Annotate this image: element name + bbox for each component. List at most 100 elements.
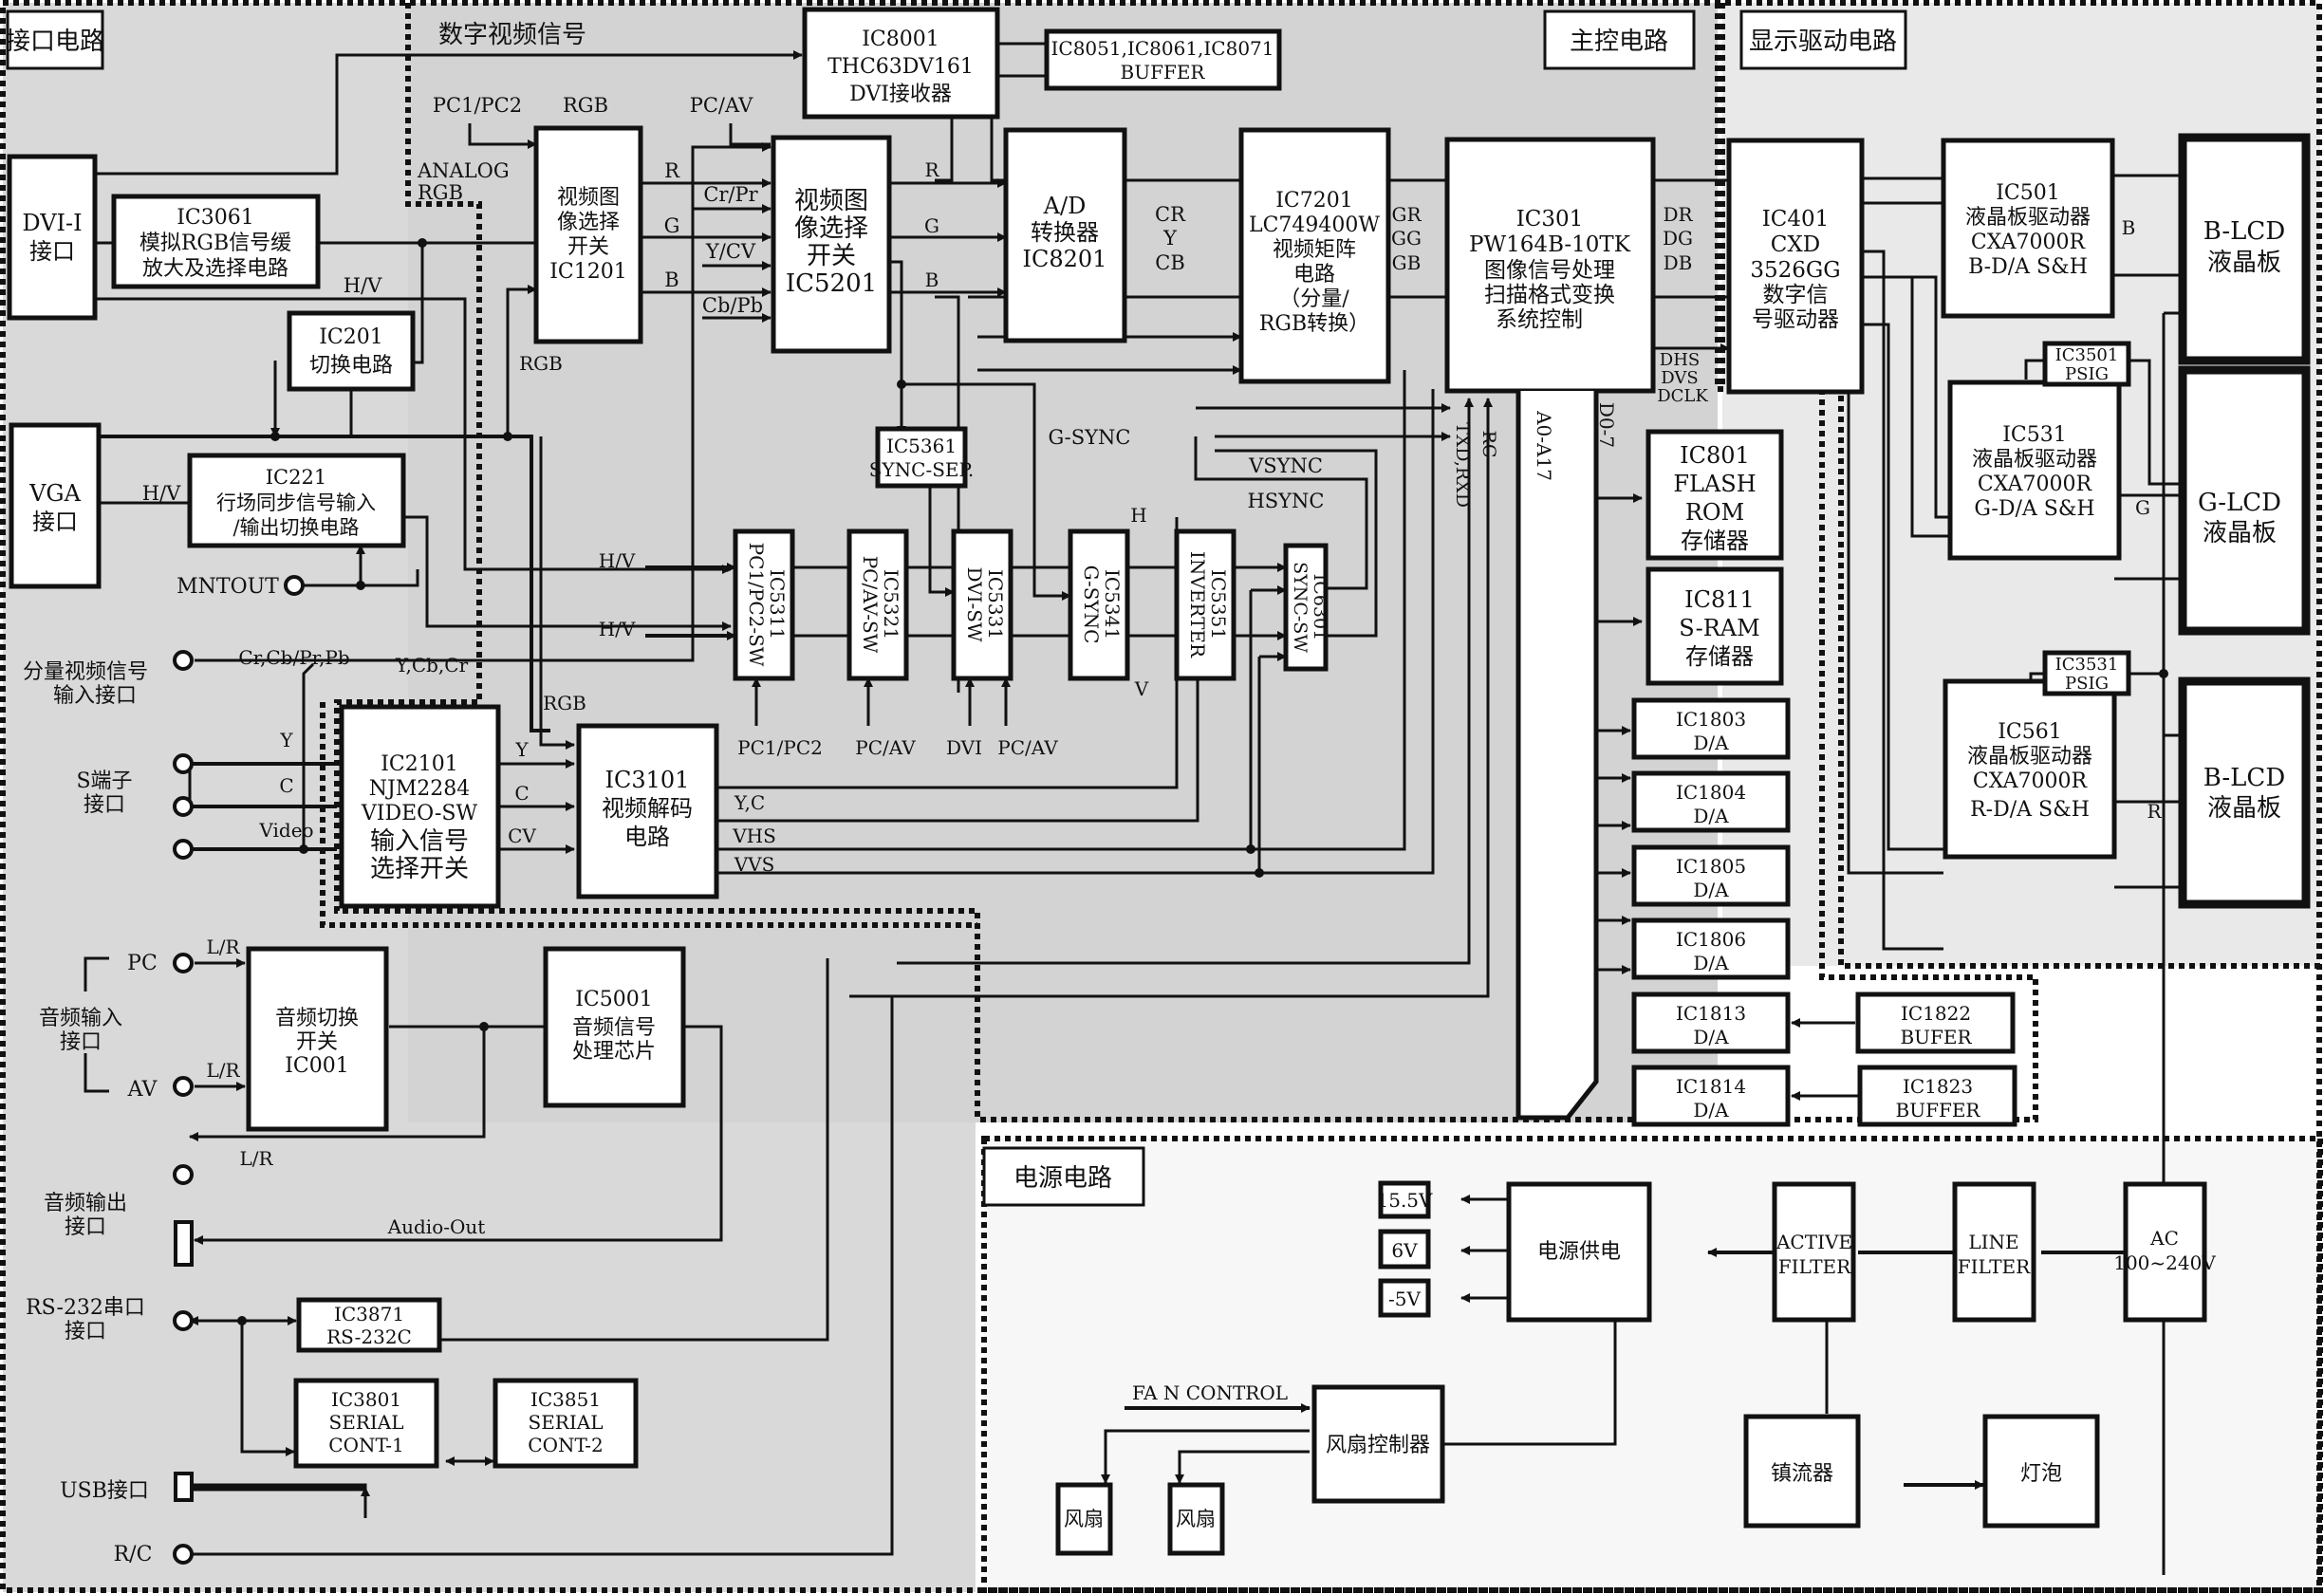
svg-text:IC1813: IC1813 bbox=[1676, 1002, 1746, 1025]
address-bus bbox=[1515, 391, 1599, 1121]
svg-text:IC5321: IC5321 bbox=[880, 569, 902, 639]
video-jack bbox=[173, 839, 194, 860]
b-lcd-bottom: B-LCD 液晶板 bbox=[2178, 677, 2311, 909]
svg-text:CV: CV bbox=[508, 825, 536, 847]
svg-text:行场同步信号输入: 行场同步信号输入 bbox=[216, 491, 376, 514]
ic1823-block: IC1823 BUFFER bbox=[1857, 1065, 2017, 1127]
svg-text:IC5361: IC5361 bbox=[886, 435, 957, 457]
svg-text:输入信号: 输入信号 bbox=[370, 827, 469, 856]
ic1814-block: IC1814 D/A bbox=[1631, 1065, 1791, 1127]
svg-text:IC3501: IC3501 bbox=[2055, 345, 2119, 365]
svg-text:-5V: -5V bbox=[1388, 1288, 1421, 1310]
svg-text:液晶板驱动器: 液晶板驱动器 bbox=[1965, 206, 2091, 230]
svg-text:接口: 接口 bbox=[84, 793, 125, 817]
svg-text:（分量/: （分量/ bbox=[1279, 287, 1349, 311]
svg-text:PC1/PC2: PC1/PC2 bbox=[433, 94, 522, 117]
svg-text:SYNC-SW: SYNC-SW bbox=[1290, 562, 1311, 653]
svg-text:DVI: DVI bbox=[946, 736, 982, 759]
s-video-c-jack bbox=[173, 796, 194, 817]
ic3501-block: IC3501 PSIG bbox=[2042, 341, 2131, 387]
svg-text:电路: 电路 bbox=[1293, 263, 1335, 287]
ic301-block: IC301 PW164B-10TK 图像信号处理 扫描格式变换 系统控制 bbox=[1444, 137, 1656, 394]
svg-text:A/D: A/D bbox=[1043, 193, 1087, 219]
svg-text:L/R: L/R bbox=[206, 1059, 240, 1082]
svg-text:R: R bbox=[2147, 800, 2162, 823]
svg-text:FILTER: FILTER bbox=[1958, 1255, 2031, 1278]
svg-text:GG: GG bbox=[1391, 227, 1422, 250]
ic5321-block: IC5321 PC/AV-SW bbox=[846, 528, 909, 681]
svg-text:NJM2284: NJM2284 bbox=[369, 777, 471, 801]
svg-text:IC561: IC561 bbox=[1998, 720, 2062, 744]
ic3871-block: IC3871 RS-232C bbox=[296, 1297, 442, 1353]
svg-text:开关: 开关 bbox=[807, 242, 856, 270]
svg-text:C: C bbox=[279, 774, 293, 797]
svg-text:液晶板驱动器: 液晶板驱动器 bbox=[1972, 448, 2097, 472]
svg-text:IC1803: IC1803 bbox=[1676, 708, 1746, 731]
svg-text:IC3061: IC3061 bbox=[177, 206, 254, 230]
svg-text:RC: RC bbox=[1478, 431, 1499, 458]
svg-text:IC8201: IC8201 bbox=[1023, 246, 1107, 272]
ic811-block: IC811 S-RAM 存储器 bbox=[1645, 566, 1784, 686]
svg-text:接口: 接口 bbox=[29, 238, 75, 265]
svg-text:Video: Video bbox=[258, 819, 313, 842]
svg-text:CB: CB bbox=[1155, 251, 1185, 274]
svg-text:IC801: IC801 bbox=[1680, 442, 1750, 469]
svg-text:视频矩阵: 视频矩阵 bbox=[1273, 238, 1356, 262]
zone-label-power: 电源电路 bbox=[982, 1146, 1145, 1207]
ic1201-block: 视频图 像选择 开关 IC1201 bbox=[533, 125, 643, 344]
svg-text:输入接口: 输入接口 bbox=[53, 684, 137, 708]
ic221-block: IC221 行场同步信号输入 /输出切换电路 bbox=[187, 453, 406, 548]
svg-text:H: H bbox=[1130, 504, 1146, 527]
signal-labels: 数字视频信号 PC1/PC2 RGB PC/AV ANALOG RGB H/V … bbox=[142, 21, 2163, 1404]
svg-text:IC7201: IC7201 bbox=[1275, 189, 1353, 213]
svg-text:R: R bbox=[664, 159, 680, 182]
lamp-block: 灯泡 bbox=[1982, 1414, 2100, 1529]
ic5351-block: IC5351 INVERTER bbox=[1174, 528, 1236, 681]
ic501-block: IC501 液晶板驱动器 CXA7000R B-D/A S&H bbox=[1941, 138, 2115, 319]
svg-text:Y/CV: Y/CV bbox=[705, 240, 756, 263]
svg-text:DVI接收器: DVI接收器 bbox=[849, 83, 952, 106]
fan-controller-block: 风扇控制器 bbox=[1311, 1384, 1445, 1504]
svg-text:VSYNC: VSYNC bbox=[1248, 454, 1323, 477]
svg-text:VIDEO-SW: VIDEO-SW bbox=[361, 802, 478, 825]
svg-text:Y: Y bbox=[1162, 227, 1178, 250]
ic8001-block: IC8001 THC63DV161 DVI接收器 bbox=[802, 7, 1000, 120]
svg-text:CONT-2: CONT-2 bbox=[528, 1434, 603, 1456]
ic1806-block: IC1806 D/A bbox=[1631, 917, 1791, 980]
svg-text:RGB: RGB bbox=[563, 94, 608, 117]
svg-text:显示驱动电路: 显示驱动电路 bbox=[1749, 28, 1897, 56]
buffer-ic8051-block: IC8051,IC8061,IC8071 BUFFER bbox=[1044, 28, 1282, 91]
v-minus5-output: -5V bbox=[1378, 1278, 1431, 1318]
svg-text:Y: Y bbox=[279, 729, 293, 751]
svg-text:IC1804: IC1804 bbox=[1676, 781, 1746, 804]
svg-text:IC501: IC501 bbox=[1996, 181, 2060, 205]
svg-text:TXD,RXD: TXD,RXD bbox=[1452, 422, 1473, 508]
svg-text:IC221: IC221 bbox=[266, 466, 326, 489]
svg-text:电源电路: 电源电路 bbox=[1013, 1164, 1112, 1193]
svg-text:INVERTER: INVERTER bbox=[1186, 551, 1209, 658]
svg-text:BUFFER: BUFFER bbox=[1121, 61, 1206, 83]
svg-text:RS-232串口: RS-232串口 bbox=[26, 1296, 145, 1320]
ic3531-block: IC3531 PSIG bbox=[2042, 650, 2131, 696]
svg-text:GR: GR bbox=[1391, 203, 1422, 226]
svg-text:PW164B-10TK: PW164B-10TK bbox=[1469, 232, 1631, 257]
ic531-block: IC531 液晶板驱动器 CXA7000R G-D/A S&H bbox=[1947, 380, 2122, 561]
ic201-block: IC201 切换电路 bbox=[287, 310, 416, 392]
ic001-block: 音频切换 开关 IC001 bbox=[246, 946, 389, 1132]
ic1804-block: IC1804 D/A bbox=[1631, 770, 1791, 833]
svg-text:SYNC-SEP.: SYNC-SEP. bbox=[869, 458, 975, 481]
ballast-block: 镇流器 bbox=[1743, 1414, 1861, 1529]
power-supply-block: 电源供电 bbox=[1506, 1181, 1652, 1323]
svg-text:音频输入: 音频输入 bbox=[39, 1007, 122, 1030]
svg-text:R-D/A S&H: R-D/A S&H bbox=[1970, 798, 2090, 822]
svg-text:DB: DB bbox=[1664, 251, 1693, 274]
svg-text:PSIG: PSIG bbox=[2065, 364, 2109, 384]
svg-text:/输出切换电路: /输出切换电路 bbox=[232, 516, 359, 539]
ic7201-block: IC7201 LC749400W 视频矩阵 电路 （分量/ RGB转换） bbox=[1238, 127, 1391, 384]
svg-text:G-SYNC: G-SYNC bbox=[1049, 426, 1131, 449]
svg-text:IC6301: IC6301 bbox=[1310, 574, 1330, 640]
svg-text:G-LCD: G-LCD bbox=[2198, 489, 2281, 517]
svg-text:RGB: RGB bbox=[519, 352, 563, 375]
svg-text:RGB: RGB bbox=[543, 692, 586, 714]
svg-text:D/A: D/A bbox=[1693, 952, 1729, 974]
